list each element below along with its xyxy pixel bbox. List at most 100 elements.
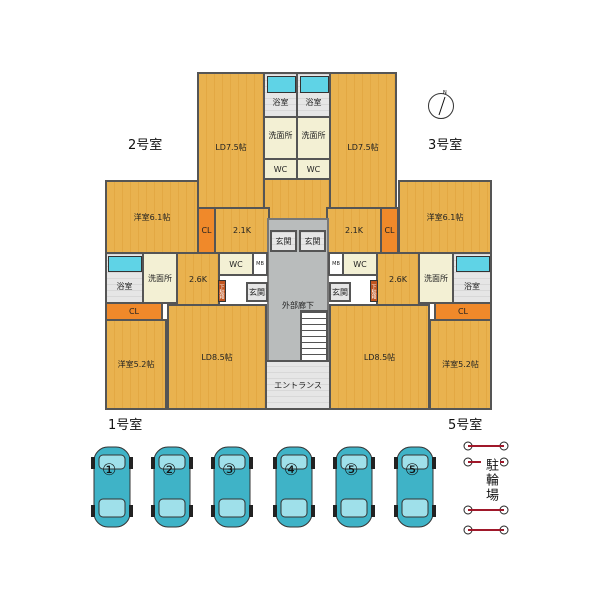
room-label: 洗面所 (301, 131, 326, 140)
room-label: 洋室5.2帖 (442, 360, 479, 369)
unit1-kitchen: 2.6K (176, 252, 220, 306)
room-label: 浴室 (116, 282, 133, 291)
unit1-washroom: 洗面所 (142, 252, 178, 304)
room-label: 洋室6.1帖 (426, 212, 464, 222)
room-label: 2.6K (189, 274, 207, 284)
bathtub-icon (456, 256, 490, 272)
unit-label-2: 2号室 (128, 138, 163, 153)
unit5-entrance: 玄関 (329, 282, 351, 302)
room-label: MB (332, 261, 340, 267)
room-label: LD7.5帖 (215, 142, 247, 152)
unit5-kitchen: 2.6K (376, 252, 420, 306)
unit5-western-room: 洋室5.2帖 (429, 319, 492, 410)
room-label: LD7.5帖 (347, 142, 379, 152)
parking-number: ④ (284, 460, 299, 479)
unit3-living-dining: LD7.5帖 (329, 72, 397, 222)
room-label: 外部廊下 (282, 301, 314, 310)
room-label: 洗面所 (268, 131, 293, 140)
parking-number: ③ (222, 460, 237, 479)
bicycle-icon (462, 500, 510, 515)
compass-icon: N (428, 90, 454, 119)
room-label: WC (273, 164, 288, 174)
parking-space: ③ (211, 445, 253, 529)
unit1-western-room: 洋室5.2帖 (105, 319, 167, 410)
room-label: WC (306, 164, 321, 174)
parking-space: ④ (273, 445, 315, 529)
room-label: LD8.5帖 (363, 352, 396, 362)
room-label: 洋室6.1帖 (133, 212, 171, 222)
room-label: 玄関 (275, 236, 292, 246)
parking-space: ② (151, 445, 193, 529)
room-label: CL (128, 307, 140, 316)
bathtub-icon (300, 76, 329, 93)
bike-parking-label: 駐輪場 (481, 458, 500, 503)
upper-hall (263, 178, 331, 220)
room-label: 2.6K (389, 274, 407, 284)
entrance-hall: エントランス (265, 360, 331, 410)
unit2-kitchen: 2.1K (214, 207, 270, 254)
car-icon (151, 446, 193, 528)
room-label: 2.1K (233, 226, 251, 235)
bicycle-icon (462, 436, 510, 451)
room-label: LD8.5帖 (201, 352, 233, 362)
unit1-toilet: WC (218, 252, 254, 276)
room-label: 2.1K (345, 226, 363, 235)
car-icon (394, 446, 436, 528)
room-label: 玄関 (304, 236, 321, 246)
unit3-closet: CL (380, 207, 399, 254)
room-label: エントランス (274, 380, 322, 390)
unit3-entrance: 玄関 (299, 230, 326, 252)
room-label: CL (457, 307, 469, 316)
room-label: CL (201, 226, 212, 235)
room-label: CL (384, 226, 395, 235)
parking-space: ① (91, 445, 133, 529)
unit5-living-dining: LD8.5帖 (329, 304, 430, 410)
unit2-western-room: 洋室6.1帖 (105, 180, 199, 254)
unit3-kitchen: 2.1K (326, 207, 382, 254)
parking-number: ② (162, 460, 177, 479)
room-label: 洗面所 (424, 273, 448, 283)
room-label: 下駄箱 (370, 283, 377, 299)
parking-space: ⑤ (333, 445, 375, 529)
parking-number: ⑤ (344, 460, 359, 479)
bicycle-icon (462, 520, 510, 535)
room-label: 洋室5.2帖 (117, 360, 155, 369)
bathtub-icon (267, 76, 296, 93)
parking-number: ⑤ (405, 460, 420, 479)
room-label: 浴室 (305, 98, 322, 107)
room-label: 玄関 (249, 287, 265, 297)
car-icon (333, 446, 375, 528)
unit1-living-dining: LD8.5帖 (167, 304, 267, 410)
room-label: 洗面所 (148, 273, 172, 283)
unit5-meter-box: MB (328, 252, 344, 276)
unit-label-1: 1号室 (108, 418, 143, 433)
unit3-toilet: WC (296, 158, 331, 180)
unit5-toilet: WC (342, 252, 378, 276)
room-label: 浴室 (464, 282, 480, 291)
room-label: MB (256, 261, 264, 267)
unit1-shoe-box: 下駄箱 (218, 280, 226, 302)
unit2-washroom: 洗面所 (263, 116, 298, 160)
staircase (300, 310, 328, 362)
room-label: WC (229, 259, 243, 269)
unit3-washroom: 洗面所 (296, 116, 331, 160)
north-label: N (443, 90, 447, 96)
unit5-shoe-box: 下駄箱 (370, 280, 378, 302)
unit3-western-room: 洋室6.1帖 (398, 180, 492, 254)
unit2-entrance: 玄関 (270, 230, 297, 252)
parking-space: ⑤ (394, 445, 436, 529)
unit1-entrance: 玄関 (246, 282, 268, 302)
room-label: 浴室 (272, 98, 289, 107)
car-icon (91, 446, 133, 528)
room-label: 玄関 (332, 287, 348, 297)
room-label: 下駄箱 (218, 283, 225, 299)
unit2-toilet: WC (263, 158, 298, 180)
car-icon (273, 446, 315, 528)
unit2-living-dining: LD7.5帖 (197, 72, 265, 222)
car-icon (211, 446, 253, 528)
unit-label-5: 5号室 (448, 418, 483, 433)
unit5-washroom: 洗面所 (418, 252, 454, 304)
unit1-meter-box: MB (252, 252, 268, 276)
room-label: WC (353, 259, 367, 269)
